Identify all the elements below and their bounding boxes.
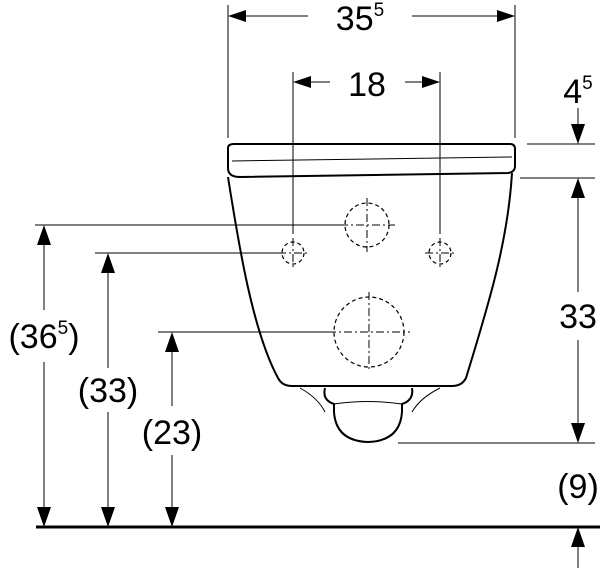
dim-pipe-spacing: [293, 76, 440, 88]
label-pipe-spacing: 18: [348, 66, 386, 104]
extension-lines: [35, 5, 595, 444]
dim-top-fixing-height: [37, 225, 51, 527]
dim-seat-offset: [571, 108, 585, 144]
label-overall-width: 355: [336, 0, 384, 38]
outlet-hole: [328, 292, 410, 372]
dim-below-bowl: [571, 527, 585, 568]
fixing-bolt-right: [425, 238, 455, 268]
toilet-body: [227, 143, 516, 444]
label-bowl-height: 33: [559, 298, 597, 336]
water-inlet-hole: [340, 198, 395, 252]
dim-fixing-height: [101, 253, 115, 527]
label-outlet-height: (23): [142, 414, 202, 452]
label-below-bowl: (9): [557, 468, 599, 506]
toilet-seat: [227, 143, 516, 179]
fixing-bolt-left: [278, 238, 308, 268]
dim-bowl-height: [571, 178, 585, 443]
label-fixing-height: (33): [78, 372, 138, 410]
label-seat-offset: 45: [563, 73, 593, 111]
dim-outlet-height: [165, 332, 179, 527]
toilet-bowl: [227, 172, 513, 387]
dim-overall-width: [228, 10, 515, 22]
label-top-fixing-height: (365): [8, 318, 79, 356]
fixing-holes: [278, 198, 455, 372]
outlet-spigot: [323, 387, 414, 444]
